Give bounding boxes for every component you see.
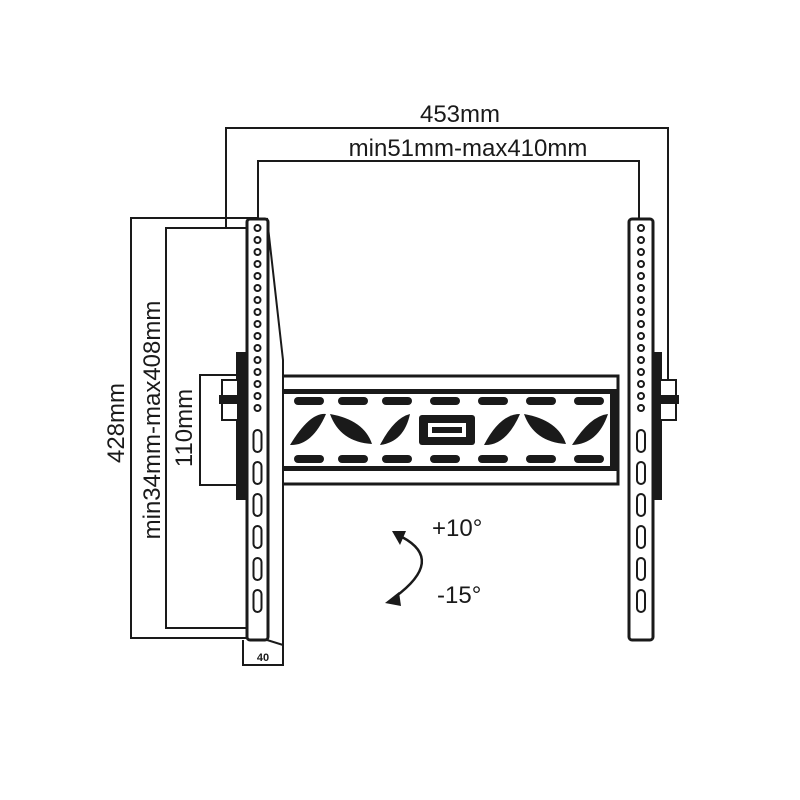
left-arm-holes [253, 224, 262, 412]
wall-plate-lower-slots [294, 455, 604, 463]
overall-width-dimension: 453mm [225, 101, 669, 388]
vesa-width-label: min51mm-max410mm [349, 135, 588, 162]
wall-plate-upper-slots [294, 397, 604, 405]
tilt-arrow-up-icon [392, 531, 406, 545]
left-arm-slots [252, 429, 263, 613]
tilt-arrow-down-icon [385, 592, 401, 606]
wall-plate-height-dimension: 110mm [171, 374, 238, 486]
wall-plate-leaf-cutouts [290, 413, 608, 446]
profile-depth-label: 40 [257, 652, 269, 664]
vesa-height-label: min34mm-max408mm [139, 301, 166, 540]
vesa-width-dimension: min51mm-max410mm [257, 135, 640, 228]
tilt-up-label: +10° [432, 515, 482, 542]
tilt-down-label: -15° [437, 582, 481, 609]
wall-plate-height-label: 110mm [171, 389, 198, 467]
tilt-range-indicator: +10° -15° [385, 515, 482, 609]
right-arm-holes [637, 224, 645, 412]
overall-height-dimension: 428mm [103, 217, 258, 639]
right-mounting-arm [627, 217, 679, 642]
vesa-height-dimension: min34mm-max408mm [139, 227, 258, 629]
overall-width-label: 453mm [420, 101, 500, 128]
overall-height-label: 428mm [103, 383, 130, 463]
profile-depth-dimension: 40 [242, 640, 284, 666]
right-arm-slots [636, 429, 646, 613]
center-level-bubble [419, 415, 475, 445]
left-mounting-arm [219, 217, 284, 647]
wall-plate [274, 374, 620, 486]
